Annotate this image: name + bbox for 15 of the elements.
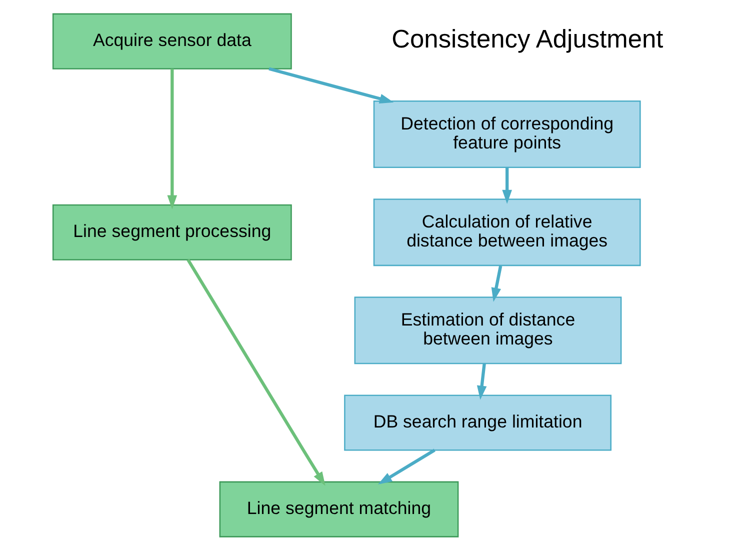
node-box: Line segment matching bbox=[219, 481, 459, 538]
arrow bbox=[167, 68, 178, 210]
node-box: Calculation of relative distance between images bbox=[373, 198, 641, 266]
arrow bbox=[268, 67, 394, 104]
node-box: Acquire sensor data bbox=[52, 13, 292, 70]
node-box: Detection of corresponding feature points bbox=[373, 100, 641, 168]
node-box: DB search range limitation bbox=[344, 394, 612, 451]
arrow bbox=[378, 448, 436, 484]
arrow bbox=[476, 363, 487, 400]
arrow bbox=[502, 168, 512, 204]
label: Consistency Adjustment bbox=[392, 26, 664, 54]
node-box: Estimation of distance between images bbox=[354, 296, 622, 364]
node-box: Line segment processing bbox=[52, 204, 292, 260]
arrow bbox=[186, 258, 326, 486]
arrow bbox=[491, 266, 502, 302]
